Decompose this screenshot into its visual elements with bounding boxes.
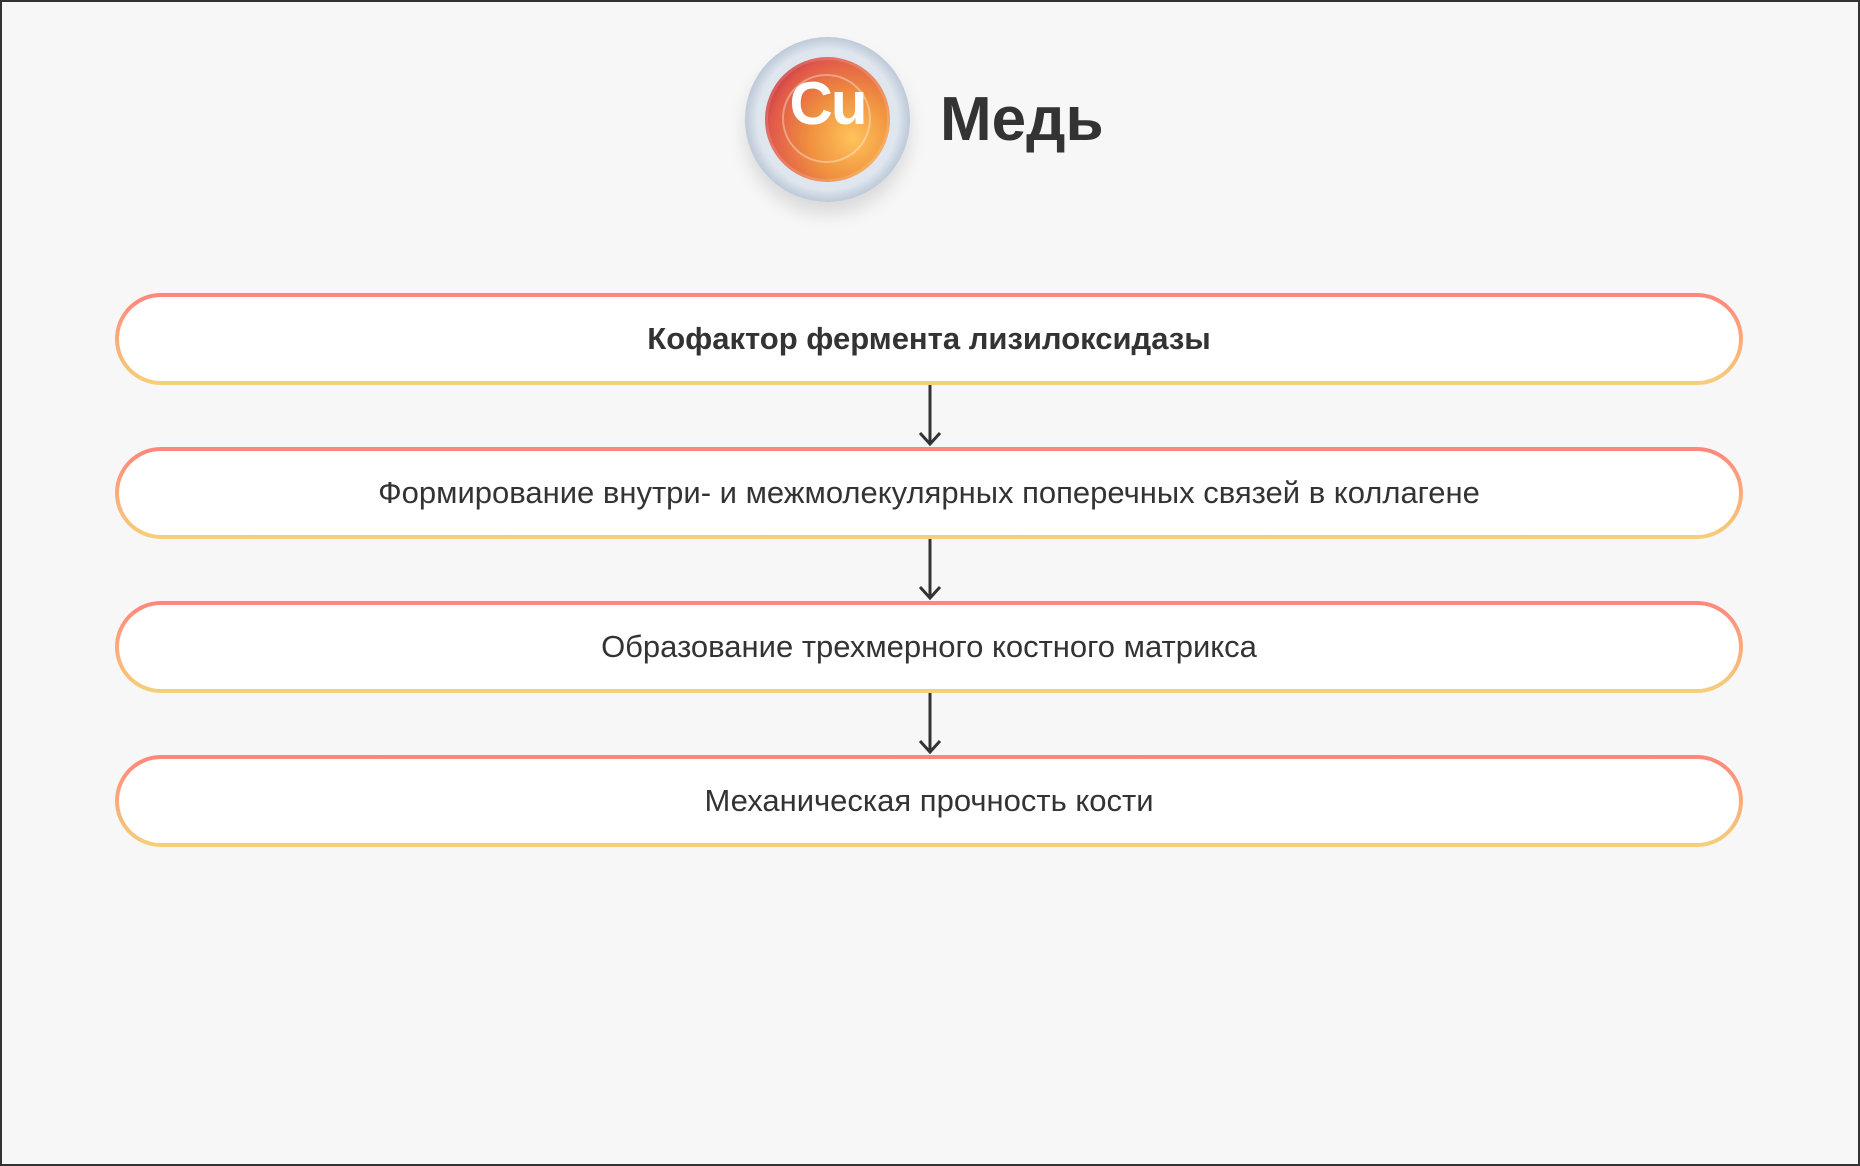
page-title: Медь (940, 85, 1104, 154)
arrow-down-icon (918, 385, 942, 447)
step-box-1: Кофактор фермента лизилоксидазы (115, 293, 1743, 385)
arrow-down-icon (918, 693, 942, 755)
element-symbol: Cu (789, 70, 868, 137)
arrow-down-icon (918, 539, 942, 601)
step-box-2: Формирование внутри- и межмолекулярных п… (115, 447, 1743, 539)
step-box-4: Механическая прочность кости (115, 755, 1743, 847)
step-box-3: Образование трехмерного костного матрикс… (115, 601, 1743, 693)
copper-element-icon: Cu (745, 37, 910, 202)
